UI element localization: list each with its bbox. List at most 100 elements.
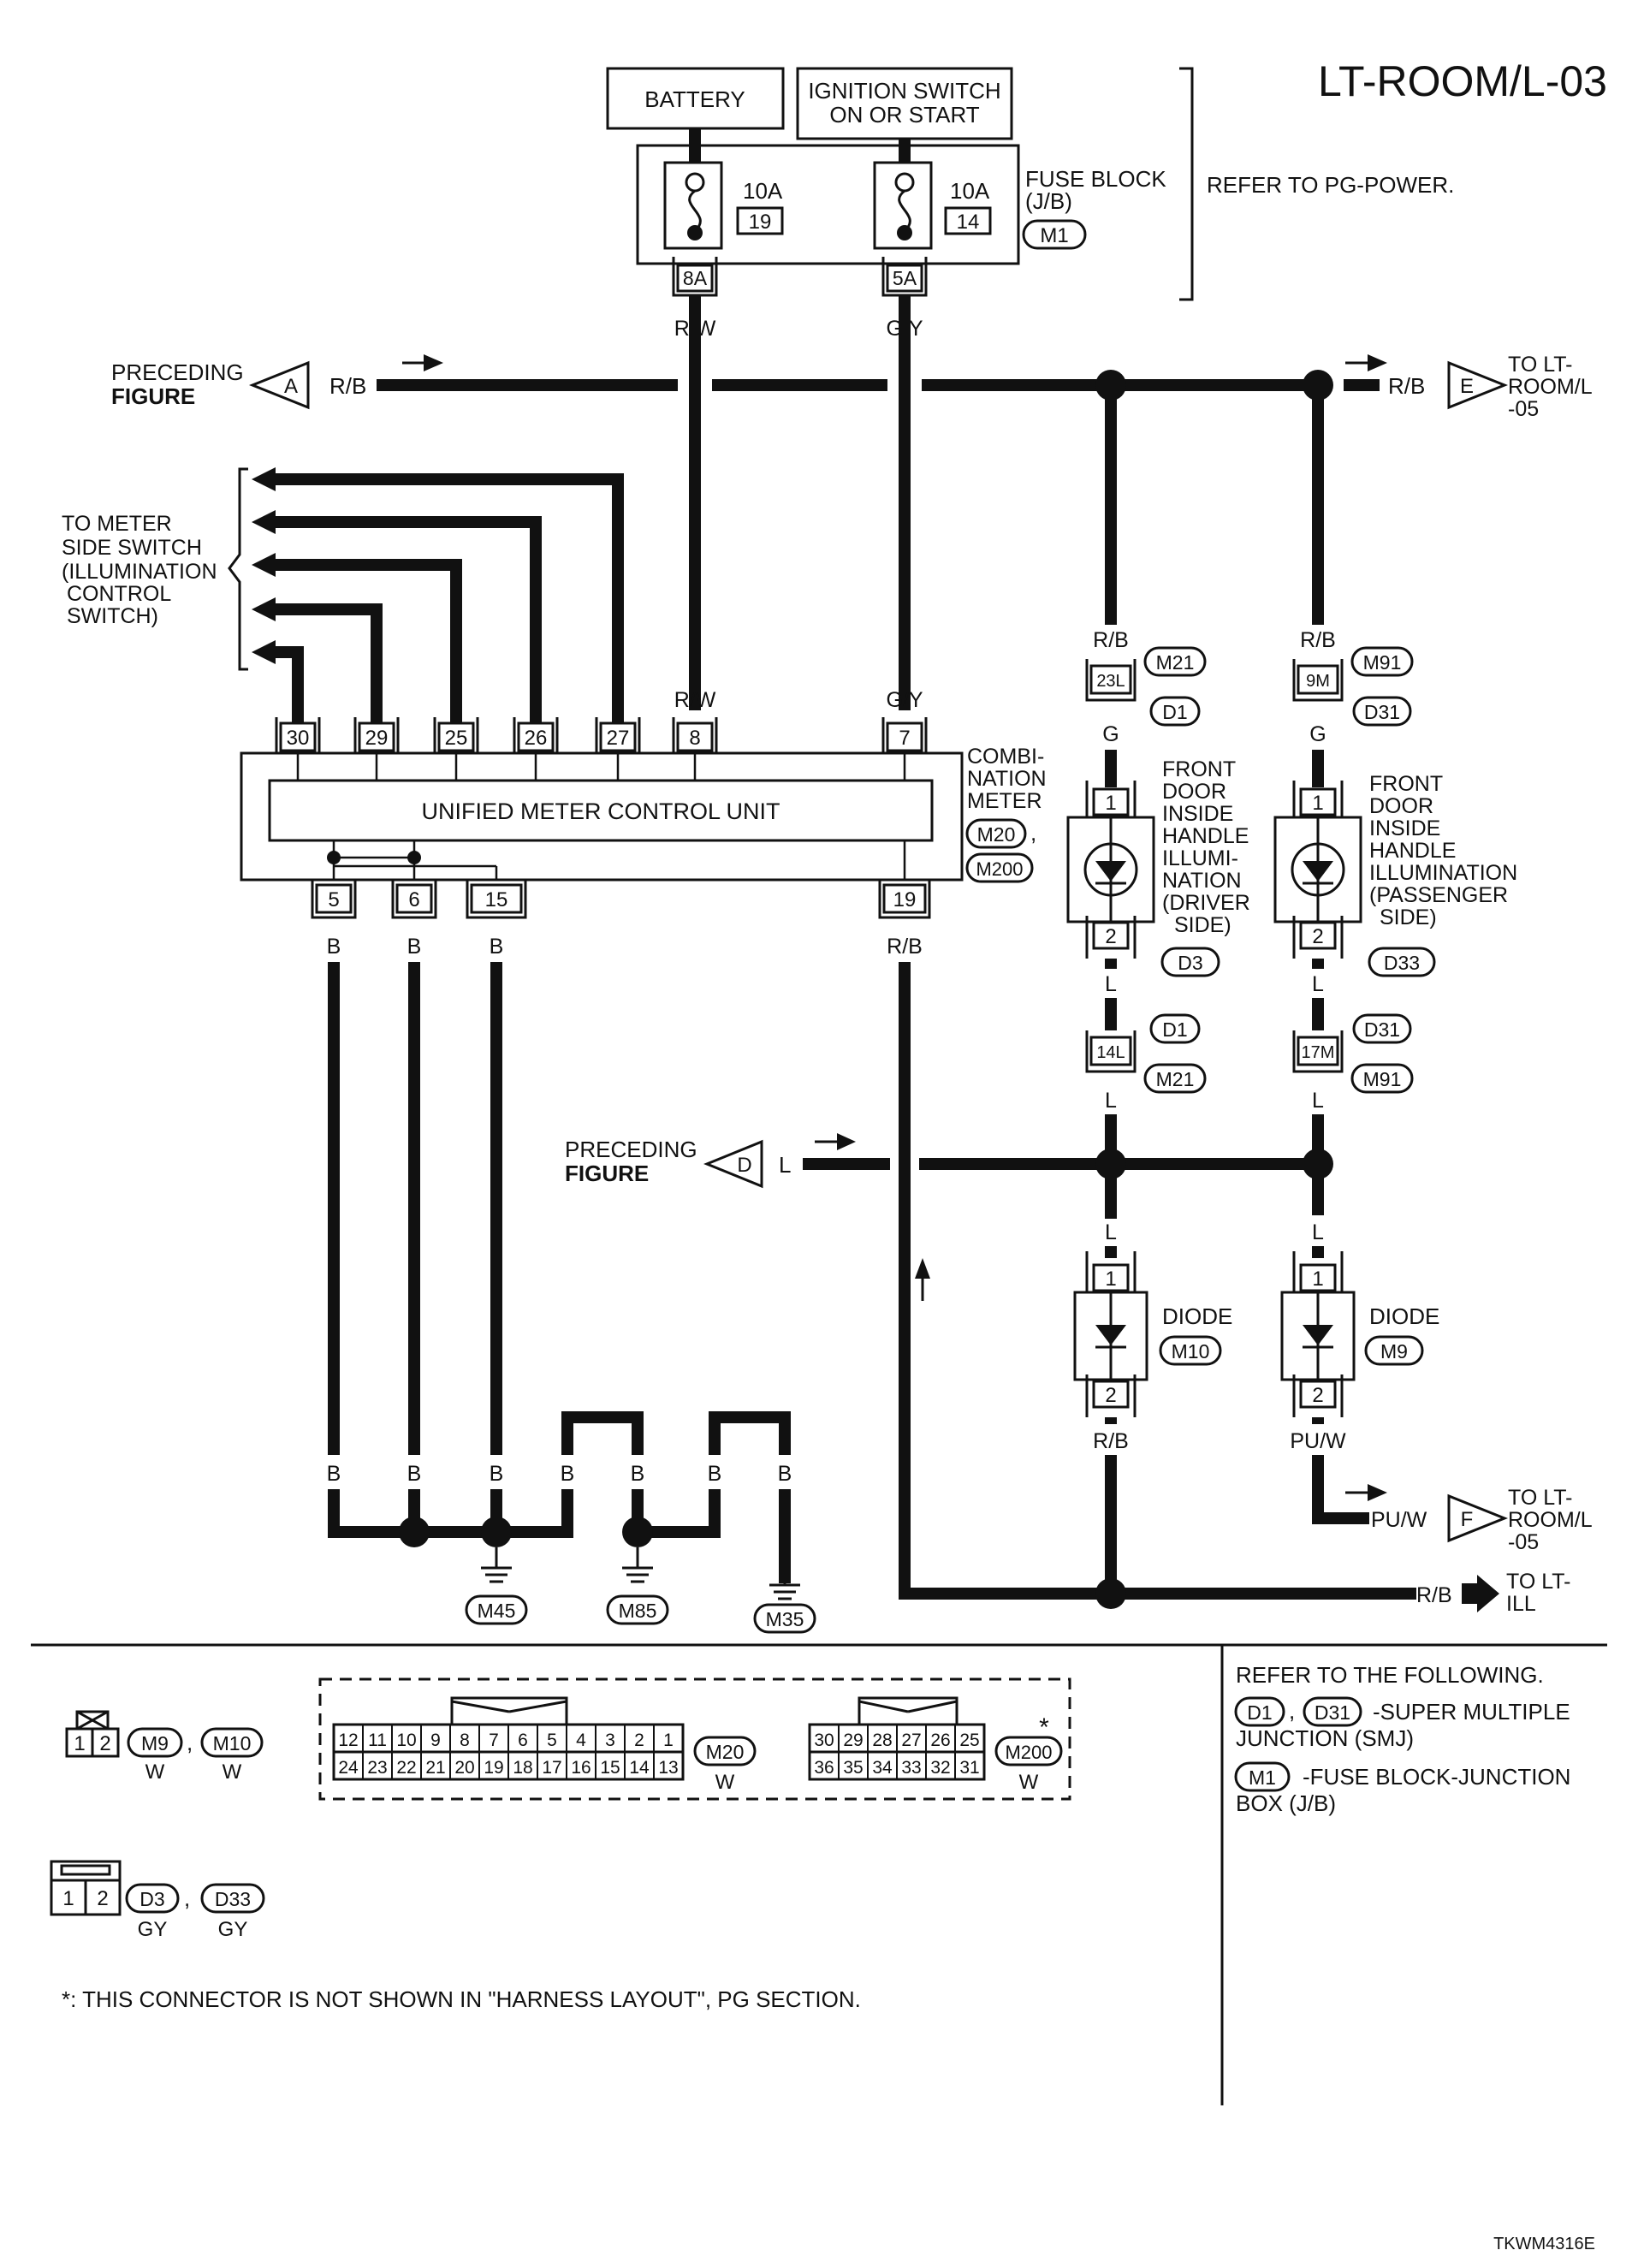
diode1-conn-m10: M10 — [1172, 1340, 1210, 1363]
preceding-figure-a-1: PRECEDING — [111, 359, 244, 385]
ground-symbol-m35 — [769, 1583, 800, 1600]
legend-comma-2: , — [184, 1885, 190, 1911]
meter-connector-m20: M20 — [977, 823, 1016, 846]
m20-pin-16: 16 — [571, 1758, 591, 1778]
meter-switch-label-3: (ILLUMINATION — [62, 560, 217, 584]
unified-meter-control-unit — [268, 779, 934, 842]
m20-pin-18: 18 — [513, 1758, 532, 1778]
pass-label-0: FRONT — [1369, 772, 1443, 796]
m200-pin-29: 29 — [843, 1731, 863, 1750]
wire-label-gy-meter: G/Y — [886, 688, 923, 712]
to-lt-ill-1: TO LT- — [1506, 1570, 1570, 1594]
connector-face-m9-m10 — [65, 1710, 120, 1758]
m20-pin-8: 8 — [460, 1731, 470, 1750]
diode-m9 — [1280, 1251, 1356, 1417]
ground-wire-b-4: B — [561, 1462, 575, 1486]
connector-d-letter: D — [737, 1154, 751, 1177]
to-lt-room-e-2: ROOM/L — [1508, 375, 1593, 399]
m20-pin-13: 13 — [658, 1758, 678, 1778]
driver-conn-d1-bot: D1 — [1162, 1018, 1187, 1041]
driver-label-4: ILLUMI- — [1162, 846, 1238, 870]
m200-pin-32: 32 — [930, 1758, 950, 1778]
refer-heading: REFER TO THE FOLLOWING. — [1236, 1662, 1544, 1688]
ignition-label-1: IGNITION SWITCH — [808, 78, 1000, 104]
wire-label-l-d: L — [779, 1152, 791, 1178]
pass-terminal-17m: 17M — [1302, 1043, 1335, 1062]
legend-footnote: *: THIS CONNECTOR IS NOT SHOWN IN "HARNE… — [62, 1986, 861, 2012]
driver-label-0: FRONT — [1162, 757, 1236, 781]
refer-jb-2: BOX (J/B) — [1236, 1790, 1336, 1816]
meter-switch-label-1: TO METER — [62, 512, 172, 536]
ignition-box — [796, 67, 1013, 140]
driver-terminal-14l: 14L — [1096, 1043, 1125, 1062]
legend-conn-m10: M10 — [213, 1732, 252, 1754]
meter-pin-29: 29 — [365, 727, 389, 750]
m20-pin-22: 22 — [396, 1758, 416, 1778]
meter-pin-19: 19 — [893, 888, 917, 911]
legend-conn-m9: M9 — [141, 1732, 169, 1754]
diode1-pin-2: 2 — [1105, 1384, 1116, 1407]
to-lt-room-f-2: ROOM/L — [1508, 1508, 1593, 1532]
connector-a-letter: A — [284, 375, 298, 398]
ground-symbol-m85 — [622, 1547, 653, 1583]
flow-arrow-up — [915, 1258, 930, 1279]
fuse-terminal-5a: 5A — [893, 267, 917, 289]
driver-wire-l-1: L — [1105, 972, 1117, 996]
legend-color-m10: W — [223, 1760, 242, 1784]
driver-terminal-23l: 23L — [1096, 672, 1125, 691]
meter-switch-label-2: SIDE SWITCH — [62, 536, 202, 560]
m20-pin-9: 9 — [430, 1731, 441, 1750]
connector-a-flag — [248, 360, 310, 410]
pass-wire-l-2: L — [1312, 1089, 1324, 1113]
refer-smj-2: JUNCTION (SMJ) — [1236, 1725, 1414, 1751]
m200-pin-31: 31 — [959, 1758, 979, 1778]
meter-switch-wires — [252, 467, 624, 736]
driver-label-3: HANDLE — [1162, 824, 1249, 848]
ground-wire-b-1: B — [327, 1462, 341, 1486]
driver-wire-rb: R/B — [1093, 628, 1129, 652]
m20-pin-1: 1 — [663, 1731, 674, 1750]
m20-pin-5: 5 — [547, 1731, 557, 1750]
wire-label-b-5: B — [327, 935, 341, 959]
driver-label-2: INSIDE — [1162, 802, 1233, 826]
pass-conn-d33: D33 — [1384, 952, 1420, 974]
legend-color-m200: W — [1019, 1771, 1039, 1794]
figure-code: TKWM4316E — [1493, 2235, 1595, 2253]
legend-color-m20: W — [715, 1771, 735, 1794]
meter-pin-7: 7 — [899, 727, 910, 750]
preceding-figure-d-2: FIGURE — [565, 1161, 649, 1186]
fuse-2-amp: 10A — [950, 178, 990, 204]
meter-pin-6: 6 — [408, 888, 419, 911]
pass-label-2: INSIDE — [1369, 816, 1440, 840]
pass-terminal-9m: 9M — [1306, 672, 1330, 691]
meter-pin-5: 5 — [328, 888, 339, 911]
driver-label-7: SIDE) — [1174, 913, 1231, 937]
wire-label-rb-e: R/B — [1388, 373, 1425, 399]
legend-color-m9: W — [145, 1760, 165, 1784]
meter-connector-comma: , — [1030, 820, 1036, 846]
diode2-pin-2: 2 — [1312, 1384, 1323, 1407]
driver-label-5: NATION — [1162, 869, 1242, 893]
pass-label-4: ILLUMINATION — [1369, 861, 1517, 885]
wire-label-rb-19: R/B — [887, 935, 923, 959]
diode2-wire-puw: PU/W — [1290, 1429, 1346, 1453]
connector-f-flag — [1447, 1493, 1509, 1543]
fuse-block-label-2: (J/B) — [1025, 188, 1072, 214]
fuse-terminal-8a: 8A — [683, 267, 708, 289]
driver-label-6: (DRIVER — [1162, 891, 1250, 915]
driver-wire-l-2: L — [1105, 1089, 1117, 1113]
meter-connector-m200: M200 — [976, 858, 1023, 880]
ground-wire-b-6: B — [708, 1462, 722, 1486]
pass-conn-d31-bot: D31 — [1364, 1018, 1400, 1041]
connector-d-flag — [703, 1139, 763, 1189]
refer-comma: , — [1289, 1698, 1295, 1724]
wire-label-puw-f: PU/W — [1371, 1508, 1427, 1532]
m200-pin-34: 34 — [872, 1758, 893, 1778]
ground-m45: M45 — [478, 1600, 516, 1622]
refer-smj-1: -SUPER MULTIPLE — [1373, 1699, 1570, 1725]
m20-pin-2: 2 — [634, 1731, 644, 1750]
refer-conn-d1: D1 — [1247, 1701, 1272, 1724]
legend-color-d33: GY — [218, 1918, 248, 1941]
m20-pin-12: 12 — [338, 1731, 358, 1750]
